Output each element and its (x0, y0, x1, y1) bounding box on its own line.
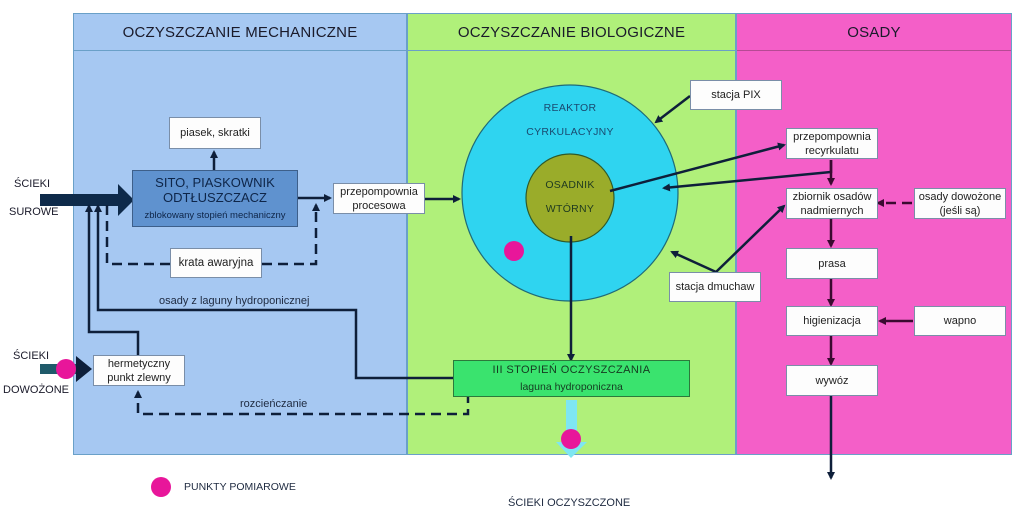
recirculation-pump-box: przepompownia recyrkulatu (786, 128, 878, 159)
delivered-sludge-box: osady dowożone (jeśli są) (914, 188, 1006, 219)
settler-label: OSADNIK WTÓRNY (530, 173, 610, 221)
press-box: prasa (786, 248, 878, 279)
grit-screenings-label: piasek, skratki (180, 127, 250, 139)
third-stage-label-1: III STOPIEŃ OCZYSZCZANIA (492, 364, 651, 376)
delivered-sludge-label-1: osady dowożone (918, 190, 1002, 203)
treated-output-label: ŚCIEKI OCZYSZCZONE (508, 497, 631, 509)
emergency-grate-label: krata awaryjna (178, 257, 254, 269)
removal-label: wywóz (815, 374, 849, 387)
removal-box: wywóz (786, 365, 878, 396)
reactor-label-1: REAKTOR (543, 102, 597, 114)
lime-box: wapno (914, 306, 1006, 336)
sealed-discharge-point-box: hermetyczny punkt zlewny (93, 355, 185, 386)
zone-biological-title: OCZYSZCZANIE BIOLOGICZNE (408, 14, 735, 51)
delivered-sludge-label-2: (jeśli są) (939, 204, 981, 217)
hygienization-label: higienizacja (803, 315, 861, 327)
zone-mechanical-treatment: OCZYSZCZANIE MECHANICZNE (73, 13, 407, 455)
blower-station-box: stacja dmuchaw (669, 272, 761, 302)
screen-label-2: ODTŁUSZCZACZ (163, 189, 267, 205)
excess-tank-label-2: nadmiernych (800, 204, 864, 217)
sealed-point-label-2: punkt zlewny (107, 371, 171, 384)
third-stage-lagoon-box: III STOPIEŃ OCZYSZCZANIA laguna hydropon… (453, 360, 690, 397)
hygienization-box: higienizacja (786, 306, 878, 336)
sealed-point-label-1: hermetyczny (107, 357, 171, 370)
pix-station-box: stacja PIX (690, 80, 782, 110)
reactor-label-2: CYRKULACYJNY (526, 126, 614, 138)
emergency-grate-box: krata awaryjna (170, 248, 262, 278)
excess-sludge-tank-box: zbiornik osadów nadmiernych (786, 188, 878, 219)
zone-mechanical-title: OCZYSZCZANIE MECHANICZNE (74, 14, 406, 51)
screen-sublabel: zblokowany stopień mechaniczny (144, 209, 286, 221)
excess-tank-label-1: zbiornik osadów (792, 190, 872, 203)
grit-screenings-box: piasek, skratki (169, 117, 261, 149)
reactor-label: REAKTOR CYRKULACYJNY (520, 96, 620, 144)
screen-grit-grease-box: SITO, PIASKOWNIK ODTŁUSZCZACZ zblokowany… (132, 170, 298, 227)
recirc-pump-label-1: przepompownia (793, 130, 871, 143)
raw-inflow-label-2: SUROWE (9, 206, 59, 218)
pix-station-label: stacja PIX (711, 89, 761, 101)
raw-inflow-label-1: ŚCIEKI (14, 178, 51, 190)
dilution-label: rozcieńczanie (240, 398, 308, 410)
process-pump-box: przepompownia procesowa (333, 183, 425, 214)
measurement-point-legend-icon (151, 477, 171, 497)
screen-label-1: SITO, PIASKOWNIK (155, 174, 275, 190)
press-label: prasa (818, 257, 846, 270)
settler-label-2: WTÓRNY (545, 203, 595, 215)
lagoon-sludge-label: osady z laguny hydroponicznej (159, 295, 310, 307)
settler-label-1: OSADNIK (545, 179, 595, 191)
process-pump-label-2: procesowa (352, 199, 406, 212)
delivered-inflow-label-2: DOWOŻONE (3, 384, 69, 396)
recirc-pump-label-2: recyrkulatu (805, 144, 859, 157)
measurement-point-legend-label: PUNKTY POMIAROWE (184, 481, 296, 493)
lime-label: wapno (943, 315, 977, 327)
third-stage-label-2: laguna hydroponiczna (520, 381, 623, 393)
process-pump-label-1: przepompownia (340, 185, 418, 198)
blower-station-label: stacja dmuchaw (675, 281, 755, 293)
delivered-inflow-label-1: ŚCIEKI (13, 350, 50, 362)
zone-sludge-title: OSADY (737, 14, 1011, 51)
